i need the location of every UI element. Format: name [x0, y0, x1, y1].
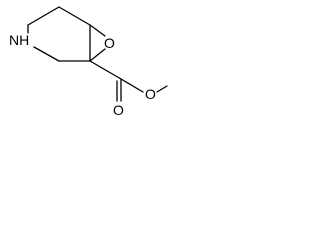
- bond-c1-o: [89, 48, 106, 62]
- bond-c6-c5: [58, 6, 91, 26]
- bond-oester-ch3: [156, 85, 168, 93]
- bond-c1-ccarbonyl: [89, 60, 122, 80]
- ester-oxygen-label: O: [145, 86, 156, 102]
- epoxide-oxygen-label: O: [104, 35, 115, 51]
- carbonyl-oxygen-label: O: [113, 102, 124, 118]
- bond-c6-o: [89, 24, 106, 37]
- bond-ccarbonyl-oester: [120, 78, 144, 93]
- nh-label: NH: [9, 32, 29, 48]
- bond-c5-c4: [27, 6, 60, 26]
- structure-diagram: NH O O O: [9, 6, 168, 118]
- bond-n-c2: [33, 46, 60, 62]
